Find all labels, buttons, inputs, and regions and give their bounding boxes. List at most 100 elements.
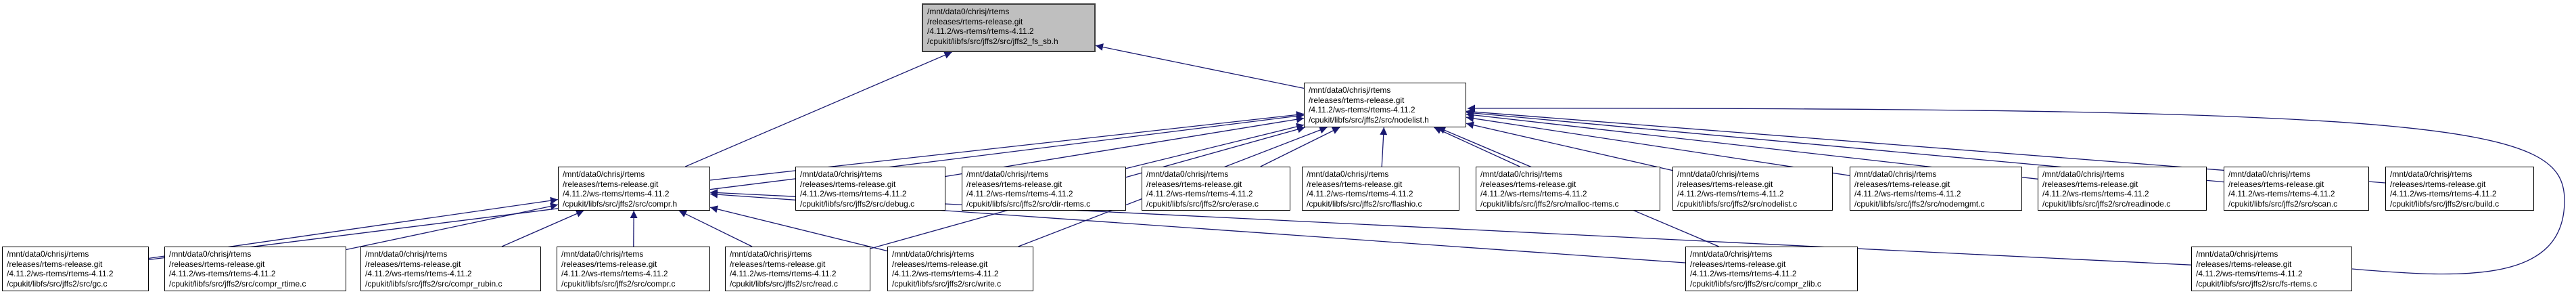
node-compr-c-line-2: /releases/rtems-release.git bbox=[561, 259, 657, 269]
node-compr-h-line-3: /4.11.2/ws-rtems/rtems-4.11.2 bbox=[563, 189, 670, 199]
node-nodelist-h[interactable]: /mnt/data0/chrisj/rtems/releases/rtems-r… bbox=[1304, 83, 1466, 127]
include-edge-malloc-rtems-c-to-nodelist-h bbox=[1434, 127, 1520, 167]
include-edge-fs-rtems-c-to-nodelist-h bbox=[1467, 104, 2565, 275]
node-erase-c-line-3: /4.11.2/ws-rtems/rtems-4.11.2 bbox=[1146, 189, 1253, 199]
node-dir-rtems-c-line-1: /mnt/data0/chrisj/rtems bbox=[966, 169, 1049, 179]
node-erase-c[interactable]: /mnt/data0/chrisj/rtems/releases/rtems-r… bbox=[1142, 167, 1290, 211]
node-fs-rtems-c-line-3: /4.11.2/ws-rtems/rtems-4.11.2 bbox=[2196, 269, 2303, 279]
node-flashio-c-line-4: /cpukit/libfs/src/jffs2/src/flashio.c bbox=[1307, 198, 1422, 209]
node-jffs2-fs-sb-h-line-2: /releases/rtems-release.git bbox=[927, 16, 1023, 26]
node-compr-rubin-c-line-3: /4.11.2/ws-rtems/rtems-4.11.2 bbox=[365, 269, 472, 279]
node-nodelist-h-line-1: /mnt/data0/chrisj/rtems bbox=[1309, 85, 1391, 95]
node-dir-rtems-c-line-3: /4.11.2/ws-rtems/rtems-4.11.2 bbox=[966, 189, 1073, 199]
node-read-c-line-3: /4.11.2/ws-rtems/rtems-4.11.2 bbox=[730, 269, 837, 279]
node-build-c-line-2: /releases/rtems-release.git bbox=[2390, 179, 2486, 189]
node-readinode-c-line-1: /mnt/data0/chrisj/rtems bbox=[2042, 169, 2125, 179]
include-edge-compr-rtime-c-to-compr-h bbox=[346, 203, 559, 251]
node-build-c-line-3: /4.11.2/ws-rtems/rtems-4.11.2 bbox=[2390, 189, 2497, 199]
include-edge-nodelist-c-to-nodelist-h bbox=[1466, 121, 1673, 171]
node-compr-zlib-c-line-2: /releases/rtems-release.git bbox=[1690, 259, 1786, 269]
node-nodemgmt-c-line-4: /cpukit/libfs/src/jffs2/src/nodemgmt.c bbox=[1854, 198, 1985, 209]
node-nodelist-c[interactable]: /mnt/data0/chrisj/rtems/releases/rtems-r… bbox=[1672, 167, 1833, 211]
node-malloc-rtems-c-line-2: /releases/rtems-release.git bbox=[1480, 179, 1576, 189]
node-nodelist-c-line-3: /4.11.2/ws-rtems/rtems-4.11.2 bbox=[1677, 189, 1784, 199]
node-flashio-c-line-2: /releases/rtems-release.git bbox=[1307, 179, 1403, 189]
node-gc-c-line-1: /mnt/data0/chrisj/rtems bbox=[7, 249, 89, 259]
node-flashio-c[interactable]: /mnt/data0/chrisj/rtems/releases/rtems-r… bbox=[1302, 167, 1459, 211]
node-gc-c-line-4: /cpukit/libfs/src/jffs2/src/gc.c bbox=[7, 278, 108, 289]
node-write-c-line-2: /releases/rtems-release.git bbox=[892, 259, 988, 269]
node-read-c-line-2: /releases/rtems-release.git bbox=[730, 259, 826, 269]
node-gc-c[interactable]: /mnt/data0/chrisj/rtems/releases/rtems-r… bbox=[2, 247, 149, 291]
node-compr-c-line-3: /4.11.2/ws-rtems/rtems-4.11.2 bbox=[561, 269, 668, 279]
node-compr-c[interactable]: /mnt/data0/chrisj/rtems/releases/rtems-r… bbox=[557, 247, 710, 291]
node-compr-rubin-c-line-1: /mnt/data0/chrisj/rtems bbox=[365, 249, 448, 259]
node-malloc-rtems-c[interactable]: /mnt/data0/chrisj/rtems/releases/rtems-r… bbox=[1476, 167, 1660, 211]
node-compr-c-line-1: /mnt/data0/chrisj/rtems bbox=[561, 249, 644, 259]
node-write-c-line-3: /4.11.2/ws-rtems/rtems-4.11.2 bbox=[892, 269, 999, 279]
include-edge-dir-rtems-c-to-nodelist-h bbox=[1125, 123, 1305, 169]
node-erase-c-line-4: /cpukit/libfs/src/jffs2/src/erase.c bbox=[1146, 198, 1259, 209]
node-jffs2-fs-sb-h: /mnt/data0/chrisj/rtems/releases/rtems-r… bbox=[922, 3, 1096, 52]
node-erase-c-line-2: /releases/rtems-release.git bbox=[1146, 179, 1242, 189]
node-compr-rubin-c-line-4: /cpukit/libfs/src/jffs2/src/compr_rubin.… bbox=[365, 278, 502, 289]
node-compr-rtime-c-line-3: /4.11.2/ws-rtems/rtems-4.11.2 bbox=[169, 269, 276, 279]
node-nodelist-h-line-2: /releases/rtems-release.git bbox=[1309, 95, 1405, 105]
node-flashio-c-line-1: /mnt/data0/chrisj/rtems bbox=[1307, 169, 1389, 179]
node-malloc-rtems-c-line-4: /cpukit/libfs/src/jffs2/src/malloc-rtems… bbox=[1480, 198, 1619, 209]
node-nodemgmt-c-line-2: /releases/rtems-release.git bbox=[1854, 179, 1950, 189]
node-compr-zlib-c[interactable]: /mnt/data0/chrisj/rtems/releases/rtems-r… bbox=[1685, 247, 1858, 291]
node-compr-h-line-1: /mnt/data0/chrisj/rtems bbox=[563, 169, 645, 179]
node-jffs2-fs-sb-h-line-4: /cpukit/libfs/src/jffs2/src/jffs2_fs_sb.… bbox=[927, 36, 1058, 46]
node-readinode-c[interactable]: /mnt/data0/chrisj/rtems/releases/rtems-r… bbox=[2038, 167, 2207, 211]
node-nodelist-c-line-2: /releases/rtems-release.git bbox=[1677, 179, 1773, 189]
node-nodemgmt-c[interactable]: /mnt/data0/chrisj/rtems/releases/rtems-r… bbox=[1850, 167, 2022, 211]
node-nodelist-h-line-3: /4.11.2/ws-rtems/rtems-4.11.2 bbox=[1309, 105, 1415, 115]
node-fs-rtems-c-line-2: /releases/rtems-release.git bbox=[2196, 259, 2292, 269]
node-debug-c[interactable]: /mnt/data0/chrisj/rtems/releases/rtems-r… bbox=[795, 167, 945, 211]
node-scan-c-line-3: /4.11.2/ws-rtems/rtems-4.11.2 bbox=[2228, 189, 2335, 199]
node-erase-c-line-1: /mnt/data0/chrisj/rtems bbox=[1146, 169, 1229, 179]
node-nodemgmt-c-line-3: /4.11.2/ws-rtems/rtems-4.11.2 bbox=[1854, 189, 1961, 199]
node-compr-zlib-c-line-1: /mnt/data0/chrisj/rtems bbox=[1690, 249, 1773, 259]
node-malloc-rtems-c-line-3: /4.11.2/ws-rtems/rtems-4.11.2 bbox=[1480, 189, 1587, 199]
node-nodelist-c-line-4: /cpukit/libfs/src/jffs2/src/nodelist.c bbox=[1677, 198, 1798, 209]
node-build-c[interactable]: /mnt/data0/chrisj/rtems/releases/rtems-r… bbox=[2385, 167, 2534, 211]
node-flashio-c-line-3: /4.11.2/ws-rtems/rtems-4.11.2 bbox=[1307, 189, 1413, 199]
node-scan-c-line-4: /cpukit/libfs/src/jffs2/src/scan.c bbox=[2228, 198, 2338, 209]
include-edge-erase-c-to-nodelist-h bbox=[1260, 127, 1340, 167]
include-edge-nodelist-h-to-jffs2-fs-sb-h bbox=[1095, 43, 1305, 89]
node-dir-rtems-c-line-2: /releases/rtems-release.git bbox=[966, 179, 1062, 189]
node-compr-h[interactable]: /mnt/data0/chrisj/rtems/releases/rtems-r… bbox=[558, 167, 710, 211]
node-compr-rtime-c[interactable]: /mnt/data0/chrisj/rtems/releases/rtems-r… bbox=[164, 247, 346, 291]
node-malloc-rtems-c-line-1: /mnt/data0/chrisj/rtems bbox=[1480, 169, 1563, 179]
node-readinode-c-line-3: /4.11.2/ws-rtems/rtems-4.11.2 bbox=[2042, 189, 2149, 199]
node-nodelist-c-line-1: /mnt/data0/chrisj/rtems bbox=[1677, 169, 1760, 179]
node-write-c[interactable]: /mnt/data0/chrisj/rtems/releases/rtems-r… bbox=[887, 247, 1033, 291]
node-scan-c[interactable]: /mnt/data0/chrisj/rtems/releases/rtems-r… bbox=[2224, 167, 2369, 211]
node-read-c[interactable]: /mnt/data0/chrisj/rtems/releases/rtems-r… bbox=[725, 247, 870, 291]
node-nodelist-h-line-4: /cpukit/libfs/src/jffs2/src/nodelist.h bbox=[1309, 114, 1429, 125]
node-compr-rubin-c[interactable]: /mnt/data0/chrisj/rtems/releases/rtems-r… bbox=[360, 247, 541, 291]
node-compr-rtime-c-line-1: /mnt/data0/chrisj/rtems bbox=[169, 249, 252, 259]
node-scan-c-line-1: /mnt/data0/chrisj/rtems bbox=[2228, 169, 2311, 179]
node-fs-rtems-c[interactable]: /mnt/data0/chrisj/rtems/releases/rtems-r… bbox=[2191, 247, 2352, 291]
node-write-c-line-4: /cpukit/libfs/src/jffs2/src/write.c bbox=[892, 278, 1002, 289]
node-compr-zlib-c-line-3: /4.11.2/ws-rtems/rtems-4.11.2 bbox=[1690, 269, 1797, 279]
node-nodemgmt-c-line-1: /mnt/data0/chrisj/rtems bbox=[1854, 169, 1937, 179]
node-dir-rtems-c[interactable]: /mnt/data0/chrisj/rtems/releases/rtems-r… bbox=[962, 167, 1126, 211]
include-edge-write-c-to-compr-h bbox=[709, 205, 888, 252]
node-build-c-line-1: /mnt/data0/chrisj/rtems bbox=[2390, 169, 2473, 179]
node-build-c-line-4: /cpukit/libfs/src/jffs2/src/build.c bbox=[2390, 198, 2500, 209]
node-gc-c-line-3: /4.11.2/ws-rtems/rtems-4.11.2 bbox=[7, 269, 114, 279]
node-scan-c-line-2: /releases/rtems-release.git bbox=[2228, 179, 2324, 189]
include-edge-flashio-c-to-nodelist-h bbox=[1380, 127, 1388, 167]
node-compr-c-line-4: /cpukit/libfs/src/jffs2/src/compr.c bbox=[561, 278, 676, 289]
node-jffs2-fs-sb-h-line-3: /4.11.2/ws-rtems/rtems-4.11.2 bbox=[927, 26, 1034, 37]
node-debug-c-line-1: /mnt/data0/chrisj/rtems bbox=[800, 169, 883, 179]
node-compr-zlib-c-line-4: /cpukit/libfs/src/jffs2/src/compr_zlib.c bbox=[1690, 278, 1821, 289]
node-jffs2-fs-sb-h-line-1: /mnt/data0/chrisj/rtems bbox=[927, 7, 1010, 16]
node-compr-rtime-c-line-4: /cpukit/libfs/src/jffs2/src/compr_rtime.… bbox=[169, 278, 306, 289]
node-compr-rtime-c-line-2: /releases/rtems-release.git bbox=[169, 259, 265, 269]
node-debug-c-line-2: /releases/rtems-release.git bbox=[800, 179, 896, 189]
